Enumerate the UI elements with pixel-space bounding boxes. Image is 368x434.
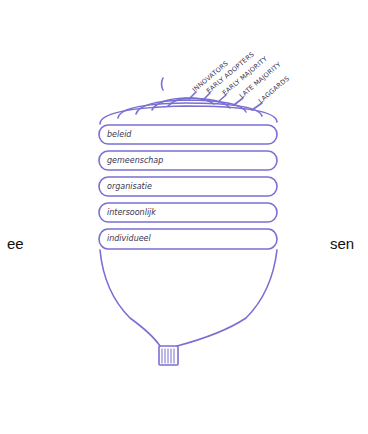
bottle-cap bbox=[159, 346, 178, 365]
bottle-side bbox=[100, 250, 160, 346]
band-border bbox=[99, 203, 277, 222]
band-border bbox=[99, 177, 277, 196]
cropped-text: sen bbox=[330, 235, 354, 252]
bottle-band: individueel bbox=[98, 228, 278, 250]
cropped-text: ee bbox=[7, 235, 24, 252]
tick-mark bbox=[162, 78, 164, 90]
bottle-band: intersoonlijk bbox=[98, 202, 278, 223]
cap-ridges bbox=[162, 349, 174, 363]
bottle-band: organisatie bbox=[98, 176, 278, 197]
bottle-side bbox=[177, 250, 277, 346]
spiral-ring bbox=[152, 98, 230, 110]
spiral-ring bbox=[118, 103, 262, 118]
bottle-band: beleid bbox=[98, 124, 278, 145]
band-label: beleid bbox=[107, 129, 131, 138]
band-label: organisatie bbox=[107, 181, 152, 190]
spiral-ring bbox=[168, 98, 214, 106]
bottle-band: gemeenschap bbox=[98, 150, 278, 171]
band-border bbox=[99, 125, 277, 144]
band-label: intersoonlijk bbox=[107, 207, 156, 216]
band-border bbox=[99, 229, 277, 249]
band-label: individueel bbox=[107, 234, 151, 243]
band-label: gemeenschap bbox=[107, 155, 163, 164]
band-border bbox=[99, 151, 277, 170]
bottle-outline bbox=[100, 78, 277, 365]
